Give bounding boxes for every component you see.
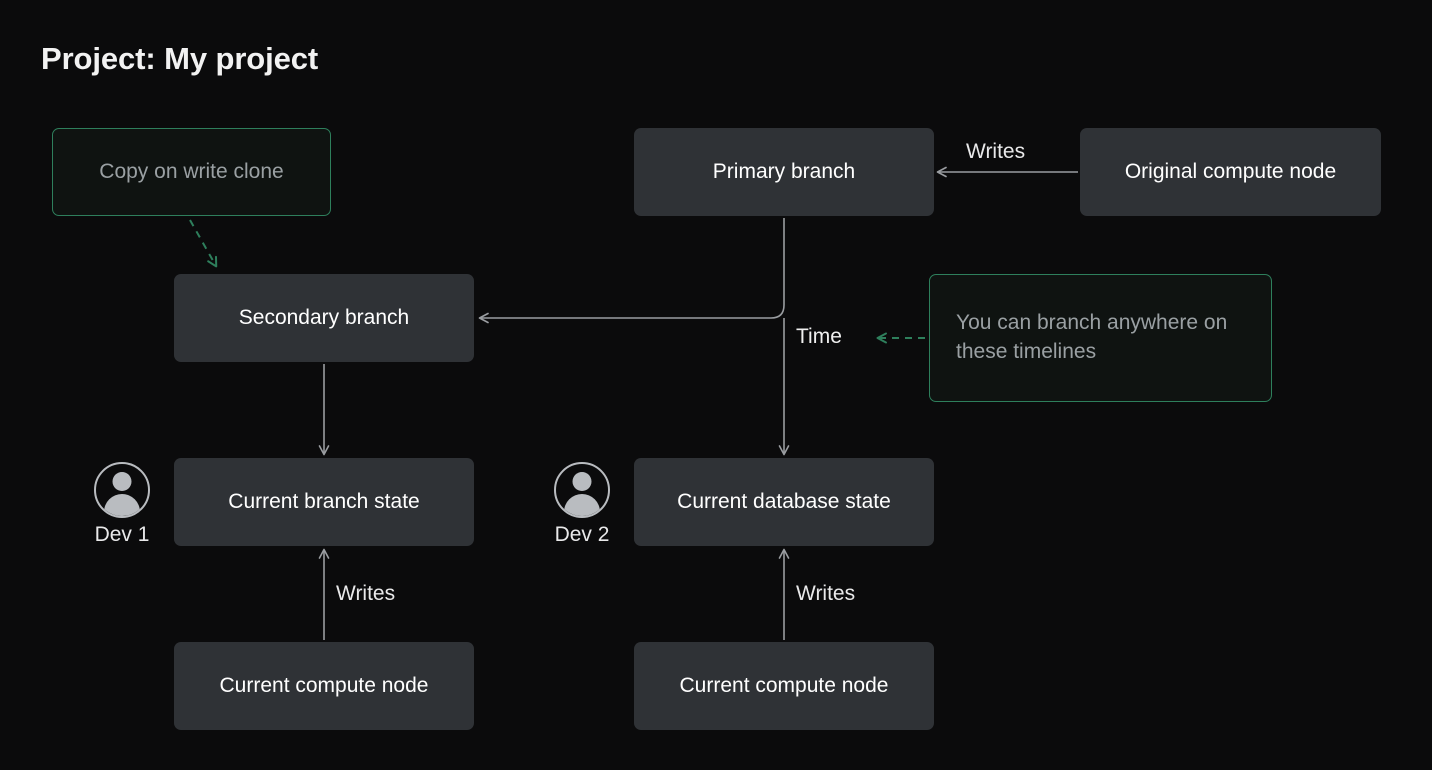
node-primary-branch[interactable]: Primary branch	[634, 128, 934, 216]
edge-clone-to-secondary-dashed	[189, 219, 218, 268]
node-label: Original compute node	[1124, 159, 1337, 183]
node-secondary-branch[interactable]: Secondary branch	[174, 274, 474, 362]
axis-label-time: Time	[796, 325, 842, 348]
avatar-head-shape	[112, 472, 132, 491]
note-branch-anywhere[interactable]: You can branch anywhere on these timelin…	[929, 274, 1272, 402]
edge-label-writes-left: Writes	[336, 582, 396, 605]
node-label: Current database state	[677, 489, 891, 513]
node-label: Current branch state	[228, 489, 420, 513]
node-label: Current compute node	[679, 673, 889, 697]
node-copy-on-write-clone[interactable]: Copy on write clone	[52, 128, 331, 216]
node-label: Copy on write clone	[99, 159, 284, 183]
node-label: Current compute node	[219, 673, 429, 697]
actor-dev-1[interactable]: Dev 1	[94, 462, 150, 547]
actor-name: Dev 1	[94, 523, 150, 546]
edge-primary-to-secondary	[478, 218, 785, 324]
avatar-body-shape	[104, 494, 140, 516]
page-title: Project: My project	[41, 41, 319, 76]
node-current-compute-node-left[interactable]: Current compute node	[174, 642, 474, 730]
avatar-head-shape	[572, 472, 592, 491]
edge-label-writes-top: Writes	[966, 140, 1026, 163]
node-label: Primary branch	[712, 159, 856, 183]
avatar-body-shape	[564, 494, 600, 516]
node-original-compute-node[interactable]: Original compute node	[1080, 128, 1381, 216]
node-current-branch-state[interactable]: Current branch state	[174, 458, 474, 546]
node-label: Secondary branch	[238, 305, 410, 329]
node-current-database-state[interactable]: Current database state	[634, 458, 934, 546]
note-label: You can branch anywhere on these timelin…	[956, 311, 1228, 363]
node-current-compute-node-right[interactable]: Current compute node	[634, 642, 934, 730]
edge-label-writes-right: Writes	[796, 582, 856, 605]
actor-dev-2[interactable]: Dev 2	[554, 462, 610, 547]
user-avatar-icon	[94, 462, 150, 518]
actor-name: Dev 2	[554, 523, 610, 546]
user-avatar-icon	[554, 462, 610, 518]
